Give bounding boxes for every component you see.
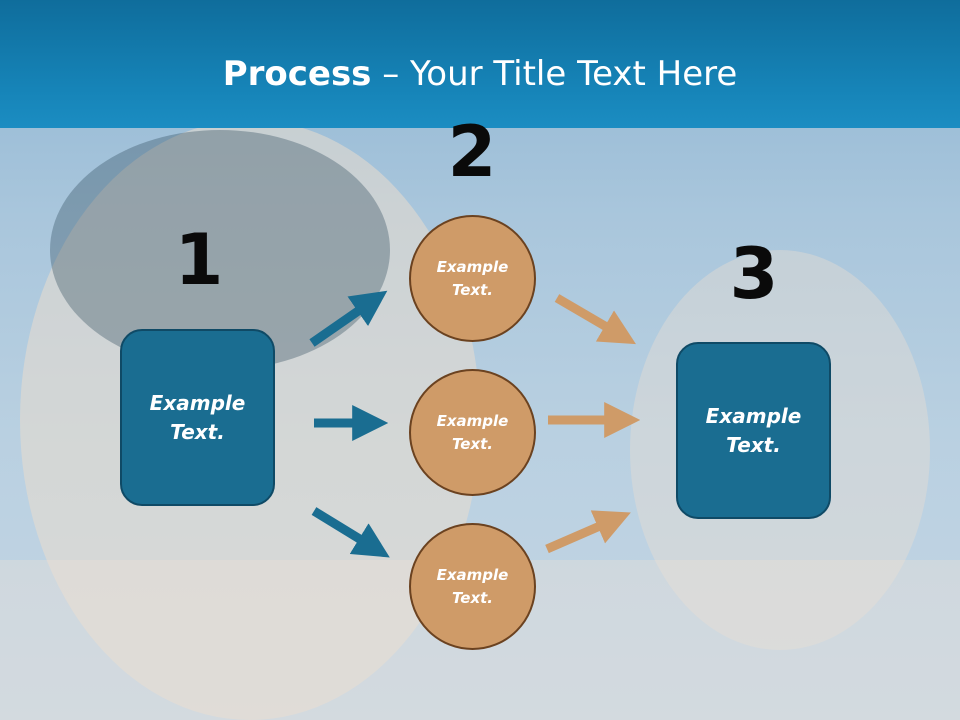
circle-2-text: Example Text. <box>436 411 509 453</box>
step-number-1: 1 <box>174 219 224 301</box>
step-number-3: 3 <box>729 233 779 315</box>
step-1-box: Example Text. <box>120 329 275 506</box>
arrow-from-circle-1 <box>554 294 636 345</box>
step-2-circle-3: Example Text. <box>409 523 536 650</box>
title-rest: – Your Title Text Here <box>371 54 738 94</box>
step-3-text: Example Text. <box>705 403 802 457</box>
slide-title: Process – Your Title Text Here <box>0 52 960 96</box>
step-3-box: Example Text. <box>676 342 831 519</box>
arrow-to-circle-1 <box>309 290 388 347</box>
circle-3-text: Example Text. <box>436 565 509 607</box>
title-bar <box>0 0 960 128</box>
step-2-circle-1: Example Text. <box>409 215 536 342</box>
arrow-to-circle-3 <box>311 507 390 558</box>
step-number-2: 2 <box>447 111 497 193</box>
step-2-circle-2: Example Text. <box>409 369 536 496</box>
circle-1-text: Example Text. <box>436 257 509 299</box>
title-bold: Process <box>222 54 372 94</box>
step-1-text: Example Text. <box>149 390 246 444</box>
arrow-from-circle-3 <box>545 510 631 554</box>
